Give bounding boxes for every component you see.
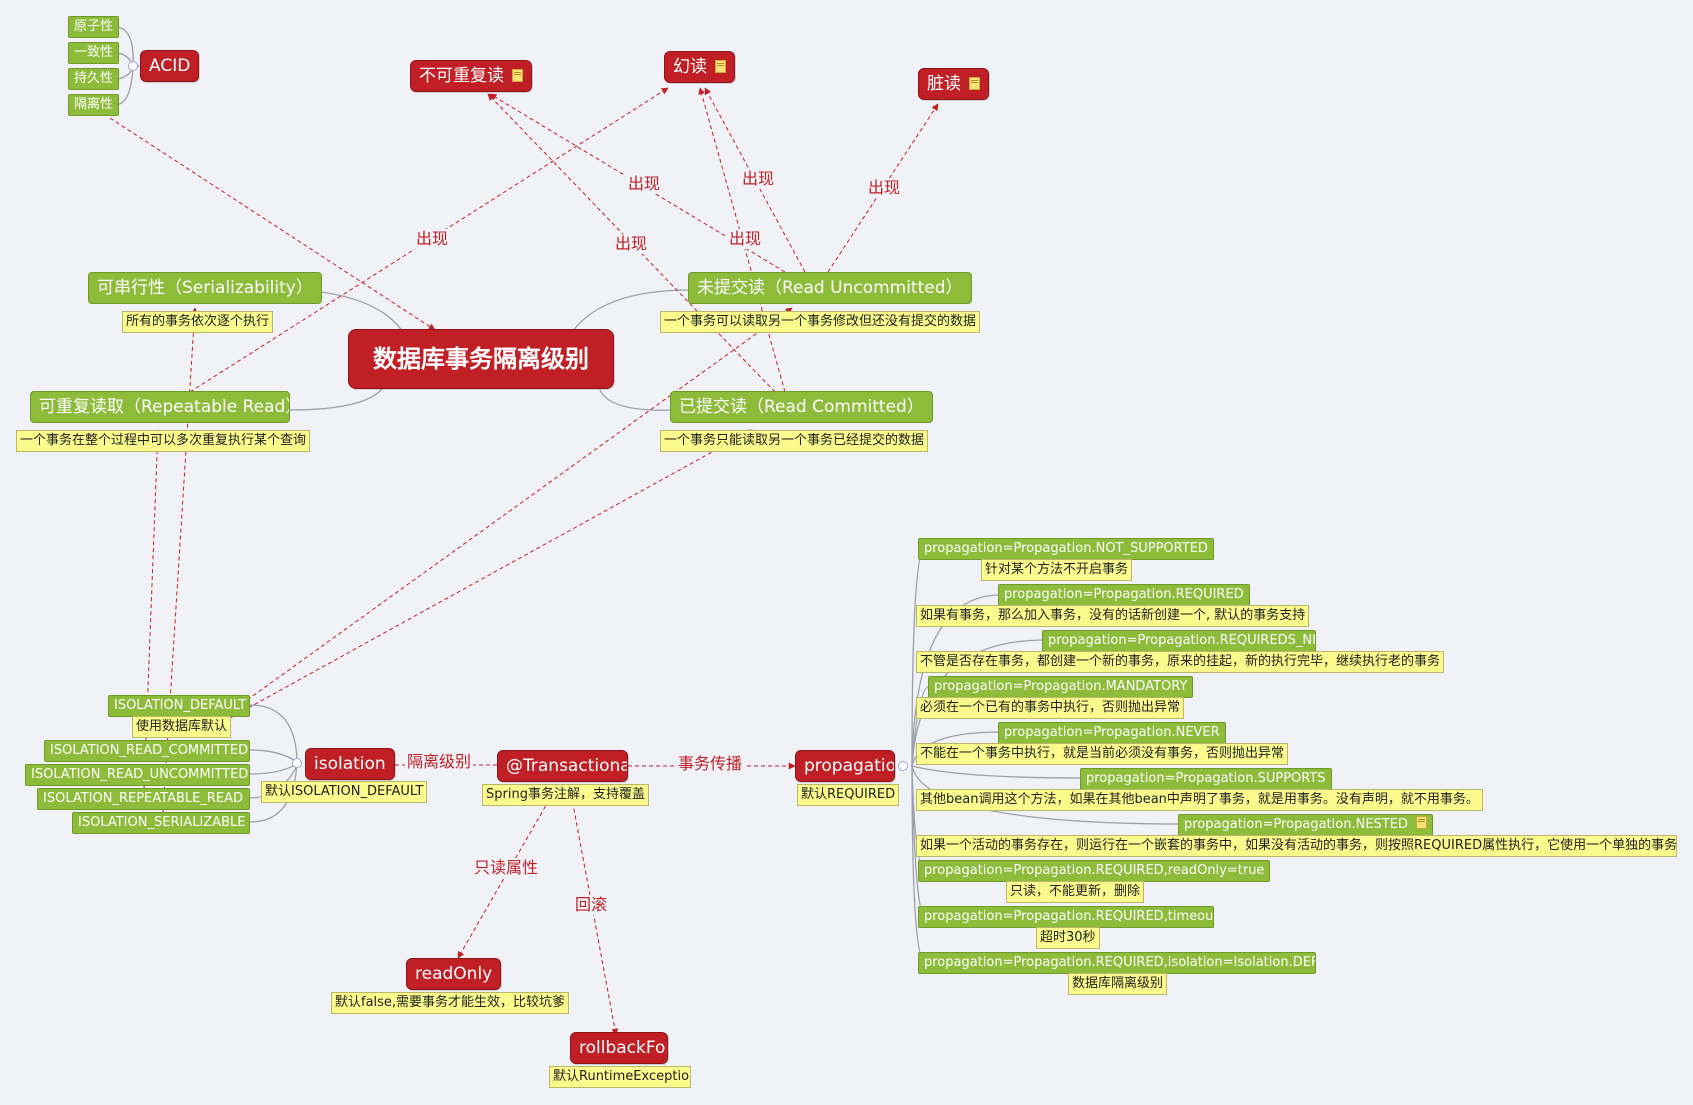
note-icon: [969, 77, 980, 90]
propagation-not-supported-note: 针对某个方法不开启事务: [981, 559, 1133, 581]
isolation-read-committed-item[interactable]: ISOLATION_READ_COMMITTED: [44, 740, 250, 762]
propagation-not-supported[interactable]: propagation=Propagation.NOT_SUPPORTED: [918, 538, 1214, 560]
rollbackfor-note: 默认RuntimeException: [549, 1066, 691, 1088]
appear-label: 出现: [626, 174, 663, 194]
propagation-nested[interactable]: propagation=Propagation.NESTED: [1178, 814, 1433, 836]
propagation-supports-note: 其他bean调用这个方法，如果在其他bean中声明了事务，就是用事务。没有声明，…: [916, 789, 1483, 811]
propagation-supports[interactable]: propagation=Propagation.SUPPORTS: [1080, 768, 1332, 790]
level-repeatable-read-note: 一个事务在整个过程中可以多次重复执行某个查询: [16, 430, 311, 452]
isolation-repeatable-read-item[interactable]: ISOLATION_REPEATABLE_READ: [37, 788, 250, 810]
appear-label: 出现: [727, 229, 764, 249]
isolation-read-uncommitted-item[interactable]: ISOLATION_READ_UNCOMMITTED: [25, 764, 250, 786]
level-read-committed-note: 一个事务只能读取另一个事务已经提交的数据: [660, 430, 929, 452]
isolation-note: 默认ISOLATION_DEFAULT: [261, 781, 428, 803]
isolation-edge-label: 隔离级别: [405, 752, 474, 772]
propagation-timeout[interactable]: propagation=Propagation.REQUIRED,timeout…: [918, 906, 1214, 928]
propagation-mandatory[interactable]: propagation=Propagation.MANDATORY: [928, 676, 1194, 698]
level-serializable-note: 所有的事务依次逐个执行: [122, 311, 274, 333]
propagation-required-note: 如果有事务，那么加入事务，没有的话新创建一个, 默认的事务支持: [916, 605, 1310, 627]
propagation-note: 默认REQUIRED: [797, 784, 900, 806]
propagation-nested-note: 如果一个活动的事务存在，则运行在一个嵌套的事务中，如果没有活动的事务，则按照RE…: [916, 835, 1677, 857]
level-read-uncommitted[interactable]: 未提交读（Read Uncommitted）: [688, 272, 972, 304]
level-read-uncommitted-note: 一个事务可以读取另一个事务修改但还没有提交的数据: [660, 311, 981, 333]
level-repeatable-read[interactable]: 可重复读取（Repeatable Read）: [30, 391, 290, 423]
propagation-never[interactable]: propagation=Propagation.NEVER: [998, 722, 1226, 744]
note-icon: [715, 60, 726, 73]
isolation-default-item[interactable]: ISOLATION_DEFAULT: [108, 695, 250, 717]
acid-consistency[interactable]: 一致性: [68, 42, 120, 64]
collapse-toggle-icon[interactable]: [898, 761, 908, 771]
transactional-node[interactable]: @Transactional: [497, 750, 628, 782]
appear-label: 出现: [613, 234, 650, 254]
acid-durability[interactable]: 持久性: [68, 68, 120, 90]
rollbackfor-node[interactable]: rollbackFor: [570, 1032, 668, 1064]
non-repeatable-read-label: 不可重复读: [419, 66, 504, 86]
propagation-nested-label: propagation=Propagation.NESTED: [1184, 817, 1408, 832]
isolation-node[interactable]: isolation: [305, 748, 395, 780]
note-icon: [1415, 816, 1427, 829]
note-icon: [512, 69, 523, 82]
propagation-requires-new-note: 不管是否存在事务，都创建一个新的事务，原来的挂起，新的执行完毕，继续执行老的事务: [916, 651, 1445, 673]
phantom-read-label: 幻读: [673, 57, 707, 77]
propagation-timeout-note: 超时30秒: [1036, 927, 1100, 949]
propagation-never-note: 不能在一个事务中执行，就是当前必须没有事务，否则抛出异常: [916, 743, 1289, 765]
readonly-edge-label: 只读属性: [472, 858, 541, 878]
transactional-note: Spring事务注解，支持覆盖: [482, 784, 649, 806]
acid-node[interactable]: ACID: [140, 50, 200, 82]
level-serializable[interactable]: 可串行性（Serializability）: [88, 272, 322, 304]
isolation-serializable-item[interactable]: ISOLATION_SERIALIZABLE: [72, 812, 250, 834]
rollback-edge-label: 回滚: [573, 895, 610, 915]
level-read-committed[interactable]: 已提交读（Read Committed）: [670, 391, 933, 423]
dirty-read-label: 脏读: [927, 74, 961, 94]
collapse-toggle-icon[interactable]: [292, 758, 302, 768]
acid-atomicity[interactable]: 原子性: [68, 16, 120, 38]
central-topic[interactable]: 数据库事务隔离级别: [348, 329, 614, 389]
appear-label: 出现: [740, 169, 777, 189]
appear-label: 出现: [414, 229, 451, 249]
isolation-default-note: 使用数据库默认: [132, 716, 232, 738]
appear-label: 出现: [866, 178, 903, 198]
propagation-isolation-default-note: 数据库隔离级别: [1068, 973, 1168, 995]
phantom-read-node[interactable]: 幻读: [664, 51, 735, 83]
propagation-edge-label: 事务传播: [676, 754, 745, 774]
non-repeatable-read-node[interactable]: 不可重复读: [410, 60, 532, 92]
collapse-toggle-icon[interactable]: [128, 61, 138, 71]
propagation-isolation-default[interactable]: propagation=Propagation.REQUIRED,isolati…: [918, 952, 1316, 974]
propagation-node[interactable]: propagation: [795, 750, 895, 782]
acid-isolation[interactable]: 隔离性: [68, 94, 120, 116]
propagation-requires-new[interactable]: propagation=Propagation.REQUIREDS_NEW: [1042, 630, 1316, 652]
readonly-node[interactable]: readOnly: [406, 958, 502, 990]
propagation-readonly-note: 只读，不能更新，删除: [1006, 881, 1145, 903]
dirty-read-node[interactable]: 脏读: [918, 68, 989, 100]
readonly-note: 默认false,需要事务才能生效，比较坑爹: [331, 992, 570, 1014]
propagation-readonly[interactable]: propagation=Propagation.REQUIRED,readOnl…: [918, 860, 1271, 882]
propagation-mandatory-note: 必须在一个已有的事务中执行，否则抛出异常: [916, 697, 1185, 719]
propagation-required[interactable]: propagation=Propagation.REQUIRED: [998, 584, 1250, 606]
